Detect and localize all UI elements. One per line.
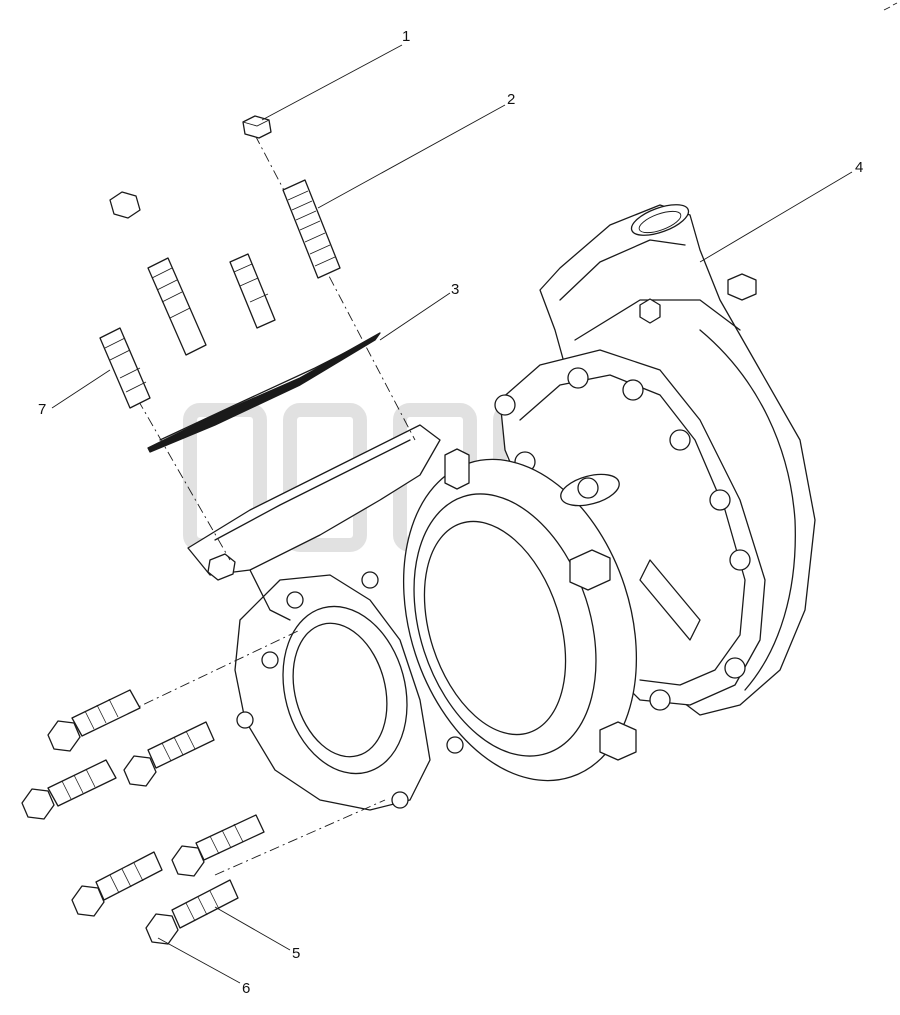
corner-mark: [883, 2, 898, 11]
leader-4: [699, 171, 853, 263]
leader-3: [379, 292, 451, 341]
stud-2: [282, 179, 341, 279]
callout-3: 3: [451, 281, 460, 298]
leader-7: [51, 369, 111, 409]
leader-2: [317, 104, 506, 209]
stud-7: [99, 327, 151, 409]
stud-middle-right: [229, 253, 276, 329]
callout-7: 7: [38, 401, 47, 418]
stud-nut-set-bottom: [21, 689, 265, 945]
callout-2: 2: [507, 91, 516, 108]
flange-bolts: [494, 367, 751, 711]
nut-1: [242, 115, 272, 139]
stud-nut-a: [47, 689, 141, 752]
stud-nut-d: [71, 851, 163, 917]
stud-middle-left: [147, 257, 207, 356]
callout-6: 6: [242, 980, 251, 997]
nut-top-left: [109, 191, 141, 219]
gasket: [147, 332, 381, 453]
center-housing: [402, 448, 638, 782]
stud-nut-e: [171, 814, 265, 877]
leader-5: [214, 906, 291, 951]
callout-5: 5: [292, 945, 301, 962]
centerlines: [89, 134, 416, 876]
stud-nut-b: [21, 759, 117, 820]
stud-nut-c: [123, 721, 215, 787]
callout-4: 4: [855, 159, 864, 176]
leader-6: [157, 937, 241, 984]
leader-lines: [51, 44, 853, 984]
leader-1: [261, 44, 403, 121]
turbine-inlet-flange: [187, 424, 441, 621]
turbine-housing: [234, 571, 464, 811]
stud-nut-f: [145, 879, 239, 945]
callout-1: 1: [402, 28, 411, 45]
turbine-flange-holes: [236, 571, 464, 809]
